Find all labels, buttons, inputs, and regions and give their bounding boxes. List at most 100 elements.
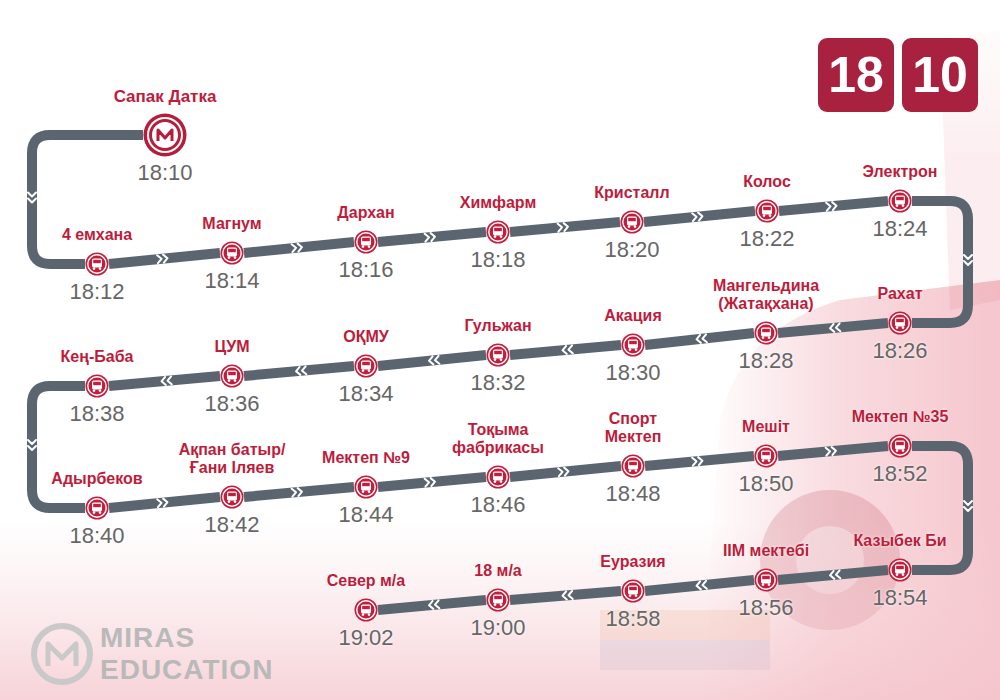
icon-ring	[757, 324, 775, 342]
stop-name: Колос	[743, 173, 791, 191]
stop-time: 18:30	[605, 361, 660, 385]
bus-stop: Акация18:30	[621, 307, 645, 385]
icon-disc	[355, 231, 378, 254]
bus-wheel	[768, 583, 771, 586]
icon-ring	[489, 223, 507, 241]
bus-wheel	[494, 235, 497, 238]
stop-name: Ақпан батыр/ Ғани Іляев	[173, 441, 291, 477]
icon-disc	[487, 221, 510, 244]
icon-disc	[221, 365, 244, 388]
bus-stop-icon	[888, 189, 912, 213]
stop-name: Казыбек Би	[853, 532, 946, 550]
route-line	[510, 466, 621, 477]
bus-symbol	[628, 586, 638, 595]
chevron-stroke	[964, 501, 972, 505]
bus-window	[629, 462, 637, 465]
bus-wheel	[362, 490, 365, 493]
icon-logo	[158, 130, 172, 141]
bus-window	[228, 372, 236, 375]
bus-stop: Электрон18:24	[888, 163, 912, 241]
chevron-stroke	[558, 223, 563, 231]
route-line	[645, 333, 754, 345]
stop-time: 18:24	[872, 217, 927, 241]
bus-stop: Север м/а19:02	[354, 572, 378, 650]
chevron-stroke	[836, 570, 841, 578]
icon-ring	[758, 202, 776, 220]
direction-chevron	[161, 376, 172, 385]
icon-ring	[357, 601, 375, 619]
chevron-stroke	[696, 335, 701, 343]
stop-time: 18:48	[605, 482, 660, 506]
bus-wheel	[902, 204, 905, 207]
chevron-stroke	[562, 591, 567, 599]
icon-disc	[487, 589, 510, 612]
route-line	[378, 232, 486, 242]
icon-ring	[88, 499, 106, 517]
icon-disc	[355, 599, 378, 622]
bus-stop-icon	[486, 588, 510, 612]
direction-chevron	[425, 478, 436, 487]
direction-chevron	[558, 467, 569, 476]
watermark: EDUCATION	[100, 654, 273, 686]
bus-stop: Гульжан18:32	[486, 317, 510, 395]
icon-ring	[891, 561, 909, 579]
bus-window	[762, 329, 770, 332]
stop-time: 18:58	[605, 607, 660, 631]
direction-chevron	[429, 356, 440, 365]
bus-symbol	[361, 237, 371, 246]
route-line	[32, 135, 143, 264]
icon-face	[147, 117, 183, 153]
direction-chevron	[696, 581, 707, 590]
icon-ring	[891, 314, 909, 332]
bus-wheel	[99, 267, 102, 270]
bus-stop: Кең-Баба18:38	[85, 348, 109, 426]
stop-time: 18:32	[470, 371, 525, 395]
bus-stop-icon	[85, 374, 109, 398]
bus-wheel	[769, 214, 772, 217]
bus-symbol	[493, 472, 503, 481]
stop-time: 18:56	[738, 596, 793, 620]
direction-chevron	[696, 334, 707, 343]
stop-time: 18:10	[137, 161, 192, 185]
direction-chevron	[28, 193, 36, 203]
icon-disc	[622, 334, 645, 357]
chevron-stroke	[836, 323, 841, 331]
chevron-stroke	[302, 366, 307, 374]
stop-name: Кристалл	[594, 184, 669, 202]
bus-symbol	[361, 482, 371, 491]
bus-stop: Казыбек Би18:54	[888, 532, 912, 610]
chevron-stroke	[698, 457, 703, 465]
bus-wheel	[902, 573, 905, 576]
watermark-logo	[34, 626, 90, 682]
stop-name: Гульжан	[464, 317, 531, 335]
icon-ring	[88, 255, 106, 273]
stop-name: ОҚМУ	[343, 328, 389, 346]
icon-ring	[624, 457, 642, 475]
bus-wheel	[500, 358, 503, 361]
stop-name: Кең-Баба	[61, 348, 134, 366]
chevron-stroke	[161, 377, 166, 385]
route-line	[778, 323, 888, 333]
stop-name: 4 емхана	[62, 226, 132, 244]
watermark-text: EDUCATION	[100, 654, 273, 685]
direction-chevron	[562, 345, 573, 354]
route-line	[645, 456, 754, 466]
chevron-stroke	[964, 255, 972, 259]
direction-chevron	[562, 591, 573, 600]
direction-chevron	[830, 323, 841, 332]
bus-window	[93, 260, 101, 263]
bus-wheel	[362, 245, 365, 248]
stop-name: 18 м/а	[474, 562, 521, 580]
chevron-stroke	[568, 591, 573, 599]
bus-stop: 18 м/а19:00	[486, 562, 510, 640]
bus-wheel	[762, 336, 765, 339]
direction-chevron	[292, 488, 303, 497]
bus-wheel	[500, 235, 503, 238]
chevron-stroke	[296, 367, 301, 375]
stop-time: 18:46	[470, 493, 525, 517]
direction-chevron	[296, 366, 307, 375]
bus-symbol	[628, 340, 638, 349]
bus-stop: ОҚМУ18:34	[354, 328, 378, 406]
bus-wheel	[234, 500, 237, 503]
